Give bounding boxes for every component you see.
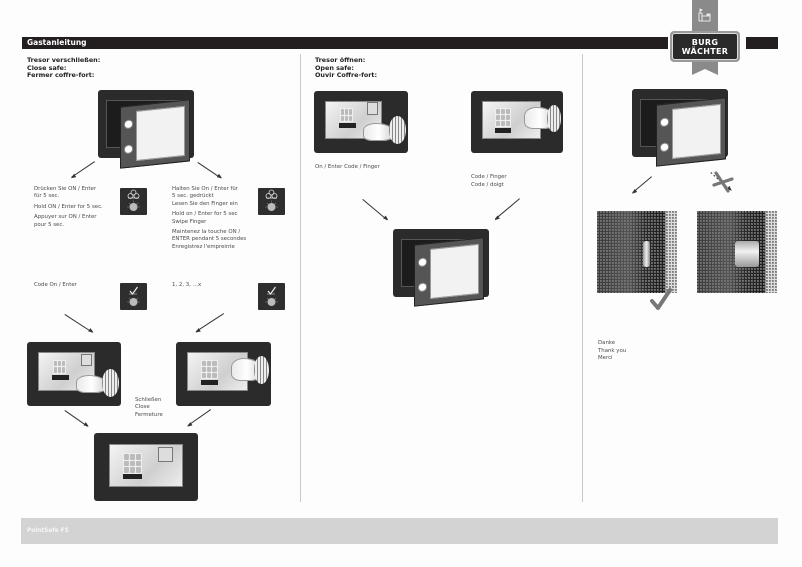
header-bar-right [746, 37, 778, 49]
text-en-2: Swipe Finger [172, 218, 207, 225]
check-confirm-icon [258, 283, 285, 310]
close-label-fr: Fermeture [135, 411, 163, 418]
open-caption-right: Code / Finger Code / doigt [471, 173, 507, 189]
text-fr-1: Appuyer sur ON / Enter [34, 214, 97, 221]
brand-line1: BURG [691, 37, 719, 47]
arrow [362, 199, 388, 221]
product-name: PointSafe FS [27, 528, 69, 534]
text-fr-2: ENTER pendant 5 secondes [172, 236, 247, 243]
text-de-1: Drücken Sie ON / Enter [34, 186, 97, 192]
brand-logo: BURG WÄCHTER [670, 31, 740, 62]
caption-en: Code / Finger [471, 174, 507, 180]
text-de-1: Halten Sie On / Enter für [172, 186, 238, 192]
code-enter-label: Code On / Enter [34, 282, 77, 288]
arrow [195, 313, 224, 332]
fingerprint-scan-icon [120, 188, 147, 215]
code-sequence-label: 1, 2, 3, …x [172, 282, 202, 288]
arrow [71, 161, 95, 178]
heading-en: Open safe: [315, 63, 354, 72]
open-caption-left: On / Enter Code / Finger [315, 164, 380, 170]
text-de-2: für 5 sec. [34, 193, 60, 200]
arrow [494, 198, 520, 220]
text-fr-1: Maintenez la touche ON / [172, 229, 241, 236]
open-safe-heading: Tresor öffnen: Open safe: Ouvir Coffre-f… [315, 56, 378, 80]
text-fr-2: pour 5 sec. [34, 221, 65, 228]
heading-en: Close safe: [27, 63, 67, 72]
heading-de: Tresor öffnen: [315, 56, 366, 64]
heading-fr: Ouvir Coffre-fort: [315, 71, 378, 80]
footer-bar [21, 518, 778, 544]
arrow [64, 410, 88, 427]
bolt-extended-photo [697, 211, 777, 293]
arrow [187, 409, 211, 427]
header-bar [22, 37, 668, 49]
thanks-en: Thank you [598, 347, 627, 354]
safe-door [120, 99, 190, 169]
safe-closed-illustration [94, 433, 198, 501]
checkmark-icon [650, 288, 672, 310]
heading-de: Tresor verschließen: [27, 56, 101, 64]
thank-you-text: Danke Thank you Merci [598, 340, 626, 363]
close-label-en: Close [135, 404, 150, 411]
text-fr-3: Enregistrez l'empreinte [172, 243, 235, 250]
text-en-1: Hold on / Enter for 5 sec [172, 211, 238, 218]
cross-icon [712, 171, 734, 193]
safe-door [656, 97, 726, 167]
safe-finger-swipe-illustration [176, 342, 271, 406]
text-de-3: Lesen Sie den Finger ein [172, 200, 238, 207]
heading-fr: Fermer coffre-fort: [27, 71, 95, 80]
castle-icon [698, 8, 711, 22]
close-safe-heading: Tresor verschließen: Close safe: Fermer … [27, 56, 101, 80]
fingerprint-scan-icon [258, 188, 285, 215]
arrow [64, 314, 93, 333]
safe-code-entry-illustration [27, 342, 121, 406]
safe-finger-swipe-illustration [471, 91, 563, 153]
page-title: Gastanleitung [27, 38, 87, 47]
column-divider [300, 54, 301, 502]
safe-code-entry-illustration [314, 91, 408, 153]
caption-fr: Code / doigt [471, 182, 504, 188]
text-en: Hold ON / Enter for 5 sec. [34, 203, 103, 210]
safe-door [414, 237, 484, 307]
bolt-retracted-photo [597, 211, 677, 293]
check-confirm-icon [120, 283, 147, 310]
text-de-2: 5 sec. gedrückt [172, 193, 214, 200]
thanks-de: Danke [598, 340, 616, 346]
close-label-de: Schließen [135, 397, 162, 403]
brand-line2: WÄCHTER [681, 46, 729, 56]
column-divider [582, 54, 583, 502]
thanks-fr: Merci [598, 355, 613, 362]
arrow [197, 162, 222, 179]
close-label: Schließen Close Fermeture [135, 397, 163, 419]
arrow [632, 176, 652, 194]
